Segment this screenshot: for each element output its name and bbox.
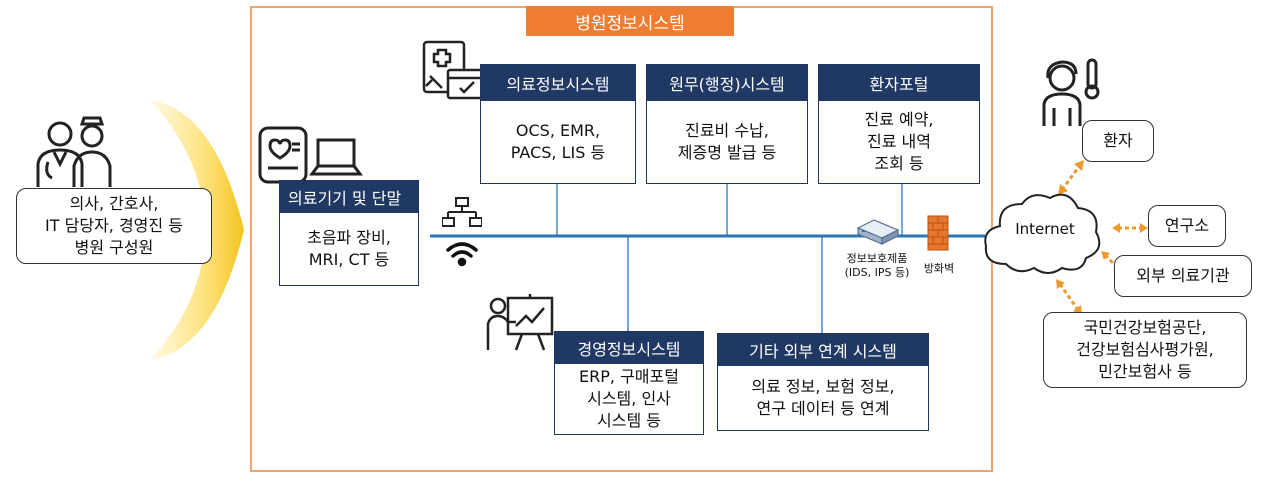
insurance-box: 국민건강보험공단, 건강보험심사평가원, 민간보험사 등	[1043, 312, 1247, 388]
external-link-body: 의료 정보, 보험 정보, 연구 데이터 등 연계	[718, 366, 928, 430]
admin-line-2: 제증명 발급 등	[677, 143, 777, 162]
members-line-2: IT 담당자, 경영진 등	[45, 216, 183, 235]
management-line-3: 시스템 등	[597, 411, 661, 430]
medical-info-line-1: OCS, EMR,	[515, 121, 601, 140]
doctor-nurse-icon	[36, 116, 112, 187]
laptop-icon	[309, 138, 363, 176]
device-line-1: 초음파 장비,	[307, 228, 391, 247]
device-body: 초음파 장비, MRI, CT 등	[280, 213, 418, 285]
patient-portal-title: 환자포털	[819, 65, 979, 101]
members-line-1: 의사, 간호사,	[69, 194, 159, 213]
management-body: ERP, 구매포털 시스템, 인사 시스템 등	[555, 364, 703, 434]
admin-system-title: 원무(행정)시스템	[647, 65, 807, 101]
medical-info-line-2: PACS, LIS 등	[510, 143, 606, 162]
management-line-1: ERP, 구매포털	[579, 367, 679, 386]
frame-title: 병원정보시스템	[526, 6, 734, 36]
firewall-label: 방화벽	[923, 262, 955, 275]
flow-arrow	[150, 100, 244, 360]
patient-icon	[1042, 58, 1100, 126]
medical-info-system-box: 의료정보시스템 OCS, EMR, PACS, LIS 등	[480, 64, 636, 184]
security-product-label: 정보보호제품 (IDS, IPS 등)	[822, 252, 932, 280]
external-link-system-box: 기타 외부 연계 시스템 의료 정보, 보험 정보, 연구 데이터 등 연계	[717, 333, 929, 431]
portal-line-3: 조회 등	[874, 154, 924, 173]
ids-device-icon	[856, 219, 900, 245]
external-link-title: 기타 외부 연계 시스템	[718, 334, 928, 366]
hospital-members-box: 의사, 간호사, IT 담당자, 경영진 등 병원 구성원	[16, 188, 212, 264]
firewall-icon	[927, 215, 949, 251]
external-line-1: 의료 정보, 보험 정보,	[751, 377, 895, 396]
network-icon	[442, 197, 482, 267]
wifi-icon	[446, 242, 478, 267]
monitor-device-icon	[258, 126, 363, 184]
portal-line-2: 진료 내역	[867, 132, 931, 151]
security-line-2: (IDS, IPS 등)	[844, 266, 910, 279]
presentation-icon	[486, 294, 554, 351]
insurance-line-2: 건강보험심사평가원,	[1076, 340, 1214, 359]
management-system-box: 경영정보시스템 ERP, 구매포털 시스템, 인사 시스템 등	[554, 331, 704, 435]
medical-info-body: OCS, EMR, PACS, LIS 등	[481, 101, 635, 183]
device-line-2: MRI, CT 등	[308, 250, 390, 269]
device-title: 의료기기 및 단말	[280, 181, 418, 213]
medical-device-box: 의료기기 및 단말 초음파 장비, MRI, CT 등	[279, 180, 419, 286]
management-line-2: 시스템, 인사	[587, 389, 671, 408]
security-line-1: 정보보호제품	[846, 252, 908, 265]
external-medical-box: 외부 의료기관	[1114, 255, 1252, 297]
insurance-line-1: 국민건강보험공단,	[1083, 318, 1207, 337]
admin-line-1: 진료비 수납,	[685, 121, 769, 140]
research-box: 연구소	[1148, 205, 1226, 247]
internet-label: Internet	[1015, 220, 1075, 238]
admin-system-box: 원무(행정)시스템 진료비 수납, 제증명 발급 등	[646, 64, 808, 184]
patient-portal-box: 환자포털 진료 예약, 진료 내역 조회 등	[818, 64, 980, 184]
insurance-line-3: 민간보험사 등	[1098, 362, 1192, 381]
cloud-icon	[984, 193, 1101, 274]
management-title: 경영정보시스템	[555, 332, 703, 364]
members-line-3: 병원 구성원	[74, 238, 154, 257]
portal-line-1: 진료 예약,	[864, 110, 934, 129]
patient-portal-body: 진료 예약, 진료 내역 조회 등	[819, 101, 979, 183]
medical-info-title: 의료정보시스템	[481, 65, 635, 101]
external-line-2: 연구 데이터 등 연계	[756, 399, 890, 418]
patient-box: 환자	[1082, 120, 1154, 162]
admin-system-body: 진료비 수납, 제증명 발급 등	[647, 101, 807, 183]
